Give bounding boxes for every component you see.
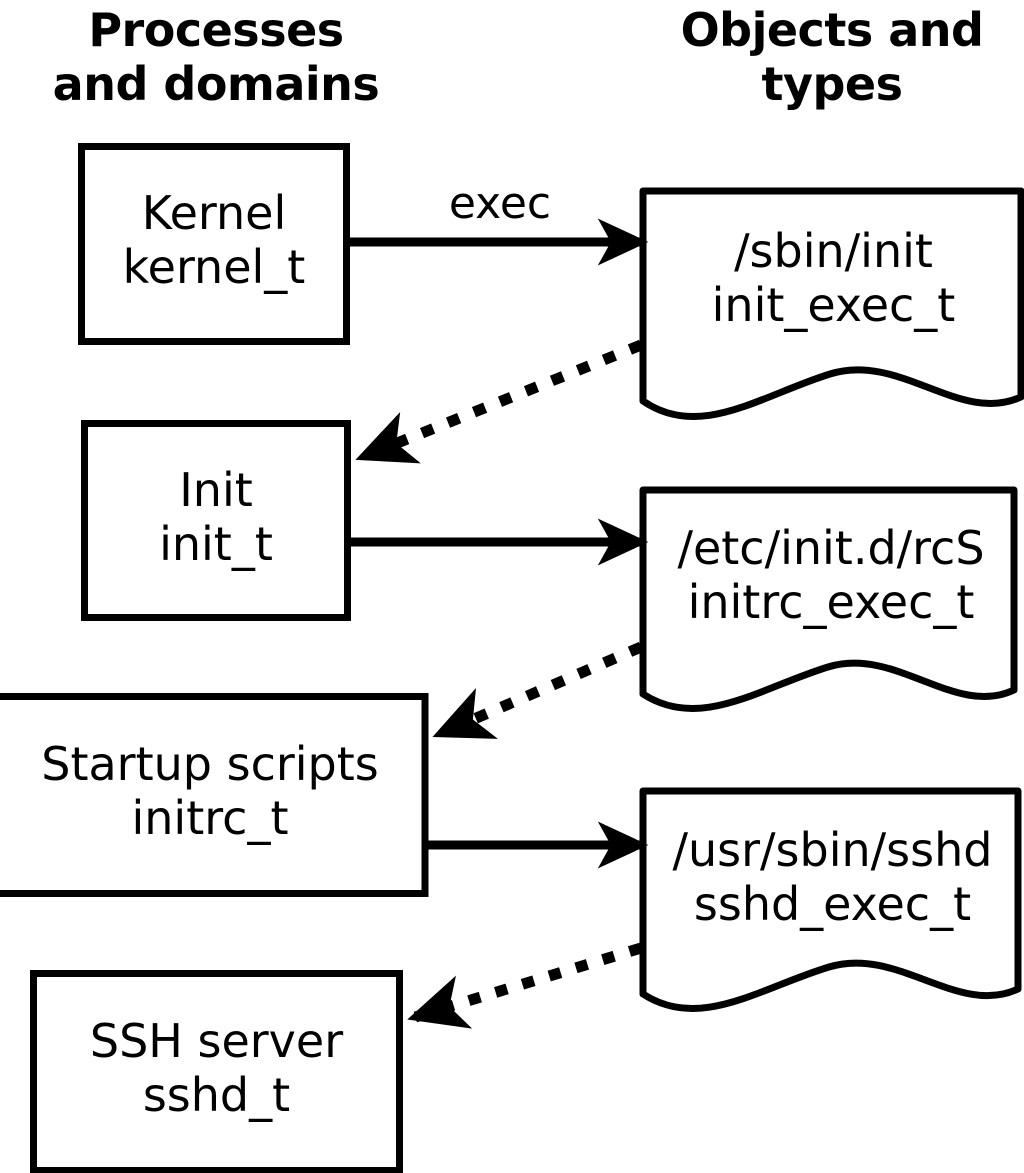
- process-box-init[interactable]: [81, 420, 351, 621]
- object-doc-sshd-exec[interactable]: [639, 787, 1022, 1012]
- column-header-objects: Objects and types: [680, 3, 984, 111]
- object-doc-init-exec[interactable]: [639, 187, 1024, 420]
- edge-initrc-exec-to-initrc: [432, 641, 644, 741]
- process-box-initrc[interactable]: [0, 693, 429, 897]
- edge-sshd-exec-to-sshd: [407, 942, 643, 1029]
- process-box-sshd[interactable]: [30, 970, 403, 1173]
- column-header-processes: Processes and domains: [52, 3, 380, 111]
- edge-init-exec-to-init: [355, 339, 644, 464]
- edge-label-exec: exec: [448, 178, 552, 229]
- process-box-kernel[interactable]: [78, 143, 350, 345]
- object-doc-initrc-exec[interactable]: [639, 486, 1018, 712]
